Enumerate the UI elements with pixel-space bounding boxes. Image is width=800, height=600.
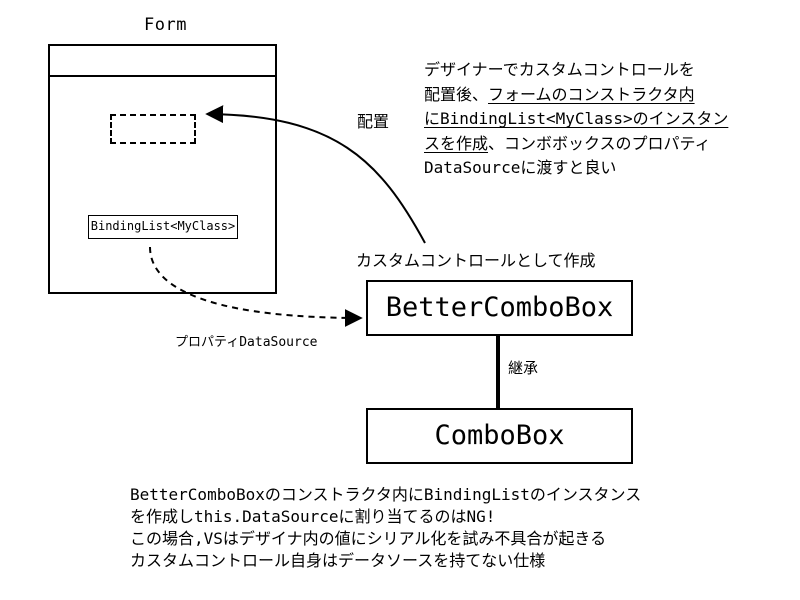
custom-control-label: カスタムコントロールとして作成 (356, 251, 596, 270)
note-line-2-underlined: フォームのコンストラクタ内 (488, 84, 695, 104)
form-window (48, 44, 277, 294)
warning-note: BetterComboBoxのコンストラクタ内にBindingListのインスタ… (130, 484, 641, 572)
design-note: デザイナーでカスタムコントロールを 配置後、フォームのコンストラクタ内 にBin… (424, 58, 728, 181)
placement-label: 配置 (357, 112, 390, 131)
datasource-label: プロパティDataSource (175, 335, 318, 350)
note-line-3: にBindingList<MyClass>のインスタン (424, 109, 729, 128)
better-combobox-box: BetterComboBox (366, 280, 633, 336)
warning-line-2: を作成しthis.DataSourceに割り当てるのはNG! (130, 507, 496, 526)
form-title-bar (50, 46, 275, 77)
inheritance-label: 継承 (508, 359, 539, 377)
note-line-4-plain: 、コンボボックスのプロパティ (488, 133, 711, 153)
warning-line-3: この場合,VSはデザイナ内の値にシリアル化を試み不具合が起きる (130, 529, 607, 548)
warning-line-4: カスタムコントロール自身はデータソースを持てない仕様 (130, 551, 546, 570)
note-line-1: デザイナーでカスタムコントロールを (424, 60, 695, 79)
note-line-2-plain: 配置後、 (424, 84, 489, 104)
warning-line-1: BetterComboBoxのコンストラクタ内にBindingListのインスタ… (130, 485, 642, 504)
combobox-box: ComboBox (366, 408, 633, 464)
note-line-4-underlined: スを作成 (424, 133, 489, 153)
binding-list-box: BindingList<MyClass> (88, 215, 238, 239)
form-title: Form (144, 15, 187, 35)
control-placeholder (110, 114, 196, 144)
placement-arrow (205, 105, 426, 244)
inheritance-line (496, 336, 500, 408)
note-line-5: DataSourceに渡すと良い (424, 158, 617, 177)
datasource-arrow (149, 246, 363, 327)
